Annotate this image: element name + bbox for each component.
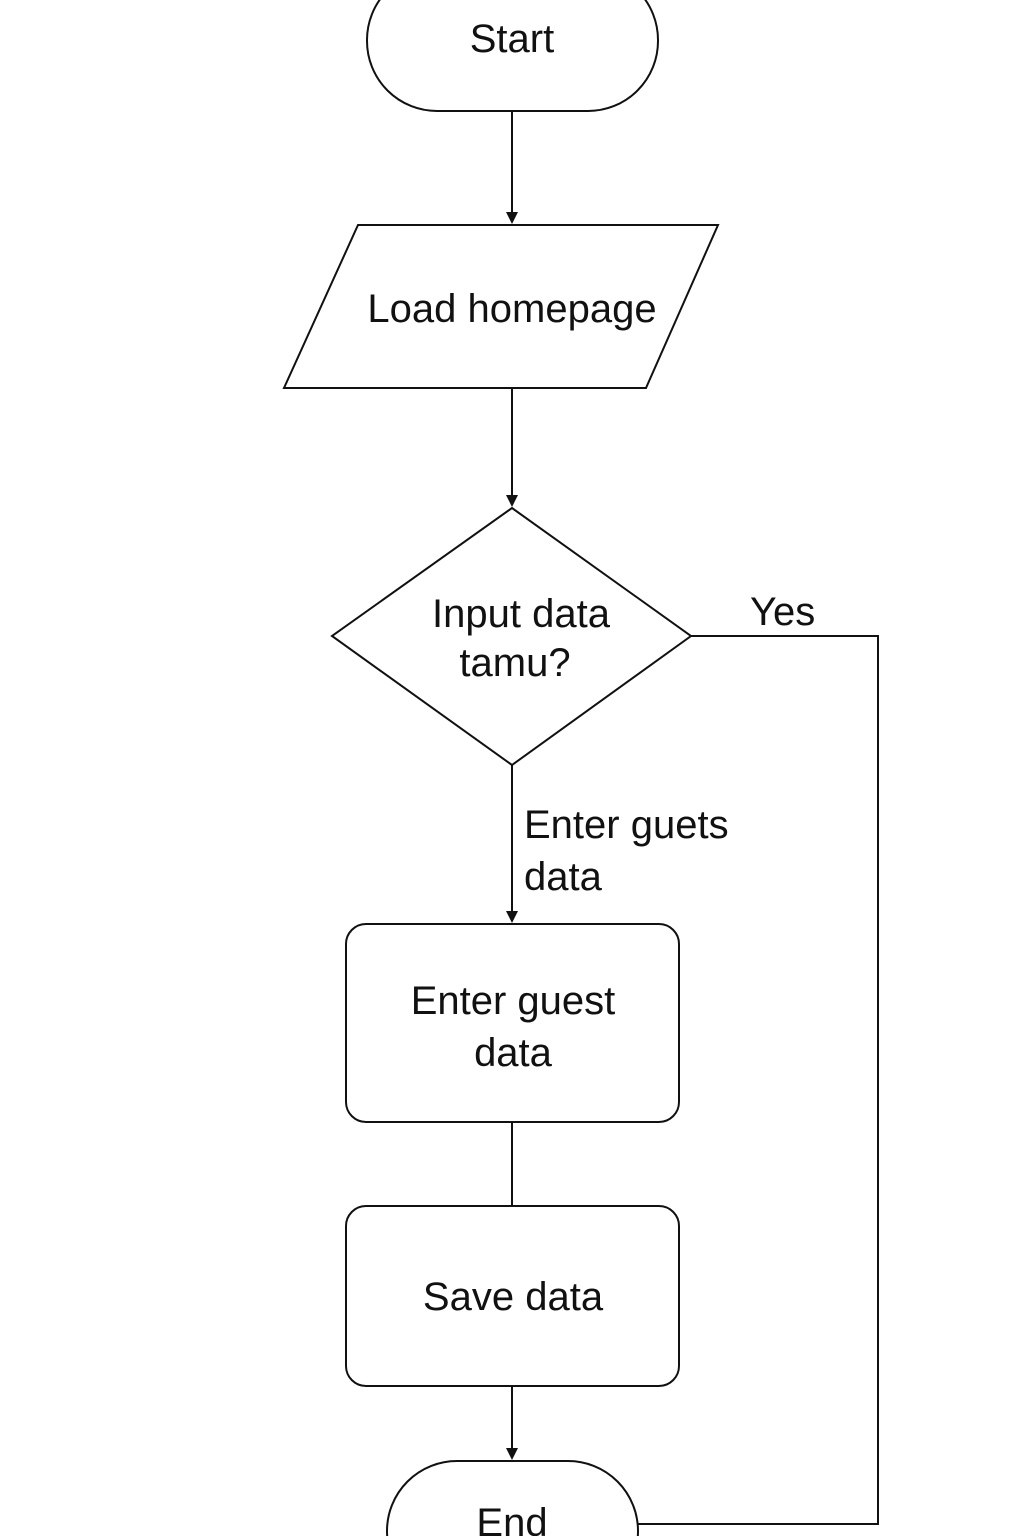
save-data-node: Save data	[345, 1205, 680, 1387]
yes-branch-label: Yes	[750, 590, 815, 634]
load-homepage-shape	[282, 224, 720, 389]
enter-guest-data-label-line2: data	[474, 1031, 553, 1075]
load-homepage-node: Load homepage	[282, 224, 720, 389]
enter-guest-data-node: Enter guest data	[345, 923, 680, 1123]
load-homepage-label: Load homepage	[367, 287, 656, 331]
decision-node: Input data tamu?	[330, 506, 693, 767]
start-node: Start	[366, 0, 659, 112]
end-label: End	[476, 1501, 547, 1536]
no-branch-label-line2: data	[524, 855, 603, 899]
start-label: Start	[470, 17, 554, 61]
decision-diamond-shape	[330, 506, 693, 767]
enter-guest-data-shape	[345, 923, 680, 1123]
no-branch-label-line1: Enter guets	[524, 803, 729, 847]
end-node: End	[386, 1460, 639, 1536]
end-terminal-shape	[386, 1460, 639, 1536]
yes-branch-connector	[638, 635, 879, 1525]
decision-label-line1: Input data	[432, 592, 611, 636]
decision-label-line2: tamu?	[459, 641, 570, 685]
save-data-label: Save data	[423, 1275, 604, 1319]
enter-guest-data-label-line1: Enter guest	[411, 979, 616, 1023]
